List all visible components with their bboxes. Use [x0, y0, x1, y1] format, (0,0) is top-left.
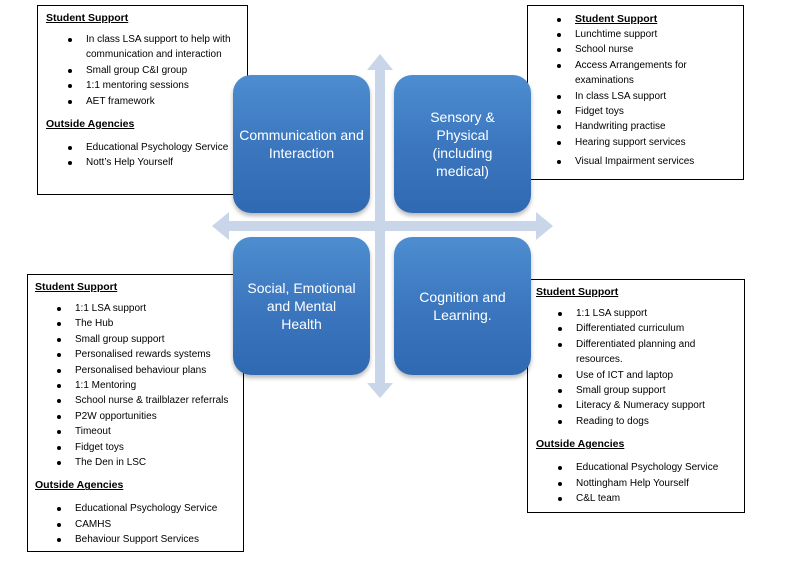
agencies-list: Educational Psychology Service CAMHS Beh… — [35, 501, 243, 547]
list-item: Small group support — [57, 332, 243, 347]
quadrant-social-emotional: Social, Emotional and Mental Health — [233, 237, 370, 375]
list-item: Fidget toys — [57, 440, 243, 455]
list-item: School nurse & trailblazer referrals — [57, 393, 243, 408]
list-item: In class LSA support to help with commun… — [68, 32, 247, 63]
list-item: CAMHS — [57, 517, 243, 532]
section-heading: Student Support — [35, 281, 118, 293]
list-item: Fidget toys — [557, 104, 743, 119]
sensory-support-box: Student Support Lunchtime support School… — [527, 5, 744, 180]
list-item: Literacy & Numeracy support — [558, 398, 744, 413]
quadrant-sensory-physical: Sensory & Physical (including medical) — [394, 75, 531, 213]
list-item: The Den in LSC — [57, 455, 243, 470]
list-item: 1:1 LSA support — [558, 306, 744, 321]
support-list: In class LSA support to help with commun… — [46, 32, 247, 109]
list-item: Access Arrangements for examinations — [557, 58, 743, 89]
list-item: Reading to dogs — [558, 414, 744, 429]
section-heading: Outside Agencies — [46, 118, 135, 131]
quadrant-cognition-learning: Cognition and Learning. — [394, 237, 531, 375]
section-heading: Student Support — [575, 13, 658, 25]
list-item: Nottingham Help Yourself — [558, 476, 744, 491]
list-item: P2W opportunities — [57, 409, 243, 424]
cognition-learning-support-box: Student Support 1:1 LSA support Differen… — [527, 279, 745, 513]
agencies-list: Educational Psychology Service Nott’s He… — [46, 140, 247, 171]
list-item: Small group support — [558, 383, 744, 398]
list-item: Behaviour Support Services — [57, 532, 243, 547]
section-heading: Outside Agencies — [536, 438, 625, 451]
quadrant-communication-interaction: Communication and Interaction — [233, 75, 370, 213]
support-list: 1:1 LSA support The Hub Small group supp… — [35, 301, 243, 470]
list-item: Handwriting practise — [557, 119, 743, 134]
list-item: 1:1 LSA support — [57, 301, 243, 316]
list-item: Differentiated curriculum — [558, 321, 744, 336]
list-item: Hearing support services — [557, 135, 743, 150]
section-heading: Student Support — [536, 286, 619, 298]
list-item: Educational Psychology Service — [68, 140, 247, 155]
list-item: Timeout — [57, 424, 243, 439]
quadrant-label: Cognition and Learning. — [419, 289, 506, 323]
quadrant-label: Sensory & Physical (including medical) — [430, 109, 495, 179]
list-item: 1:1 Mentoring — [57, 378, 243, 393]
quadrant-label: Social, Emotional and Mental Health — [247, 280, 356, 332]
list-item: Personalised behaviour plans — [57, 363, 243, 378]
list-item: Small group C&I group — [68, 63, 247, 78]
quadrant-label: Communication and Interaction — [239, 127, 364, 161]
list-item: Nott’s Help Yourself — [68, 155, 247, 170]
section-heading: Student Support — [46, 12, 129, 24]
list-item: Differentiated planning and resources. — [558, 337, 744, 368]
agencies-list: Educational Psychology Service Nottingha… — [536, 460, 744, 506]
list-item: AET framework — [68, 94, 247, 109]
social-emotional-support-box: Student Support 1:1 LSA support The Hub … — [27, 274, 244, 552]
horizontal-arrow — [212, 212, 553, 240]
support-list: 1:1 LSA support Differentiated curriculu… — [536, 306, 744, 429]
list-item: In class LSA support — [557, 89, 743, 104]
list-item: Personalised rewards systems — [57, 347, 243, 362]
list-item: Use of ICT and laptop — [558, 368, 744, 383]
list-item: 1:1 mentoring sessions — [68, 78, 247, 93]
list-item: School nurse — [557, 42, 743, 57]
communication-support-box: Student Support In class LSA support to … — [37, 5, 248, 195]
list-item: Visual Impairment services — [557, 154, 743, 169]
list-item: Lunchtime support — [557, 27, 743, 42]
list-item: Educational Psychology Service — [558, 460, 744, 475]
support-list: Student Support Lunchtime support School… — [536, 12, 743, 170]
section-heading: Outside Agencies — [35, 479, 124, 492]
list-item: C&L team — [558, 491, 744, 506]
list-item: The Hub — [57, 316, 243, 331]
list-item: Educational Psychology Service — [57, 501, 243, 516]
section-heading-item: Student Support — [557, 12, 743, 27]
